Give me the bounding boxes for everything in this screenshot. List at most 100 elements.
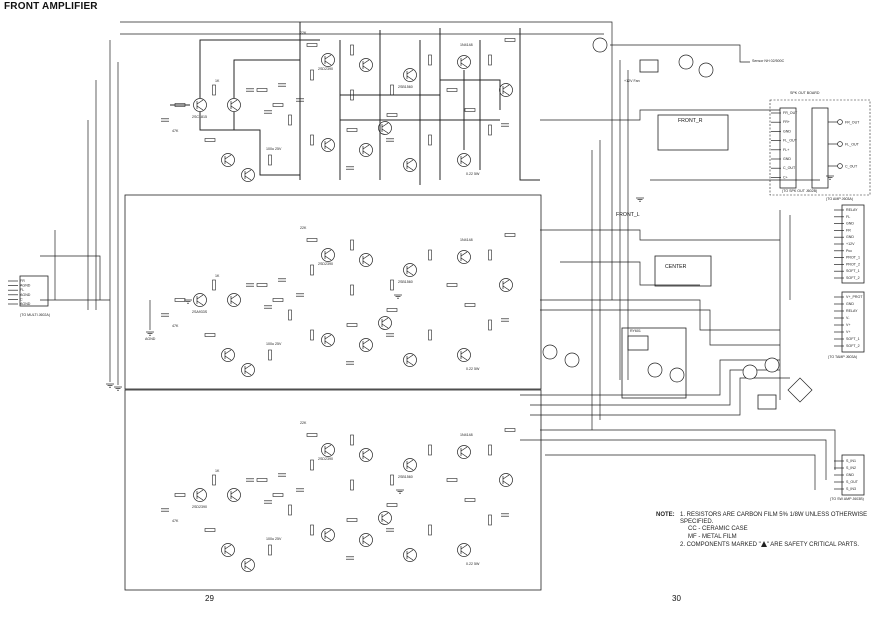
tamp-pin-5: V+ bbox=[846, 330, 851, 334]
resistor-icon bbox=[310, 69, 314, 81]
resistor-icon bbox=[306, 43, 318, 47]
resistor-icon bbox=[350, 479, 354, 491]
note-1a: CC - CERAMIC CASE bbox=[688, 526, 748, 533]
vas-transistor-icon bbox=[241, 168, 255, 182]
amp-pin-9: SOFT_1 bbox=[846, 269, 860, 273]
resistor-icon bbox=[174, 298, 186, 302]
resistor-icon bbox=[464, 108, 476, 112]
resistor-icon bbox=[428, 134, 432, 146]
input-pin-4: C bbox=[20, 297, 23, 301]
transistor-part-label: 2SB1560 bbox=[398, 475, 413, 479]
tamp-pin-6: SOFT_1 bbox=[846, 337, 860, 341]
resistor-value-label: 22K bbox=[300, 421, 307, 425]
transistor-part-label: 2SD2390 bbox=[192, 505, 207, 509]
resistor-icon bbox=[256, 88, 268, 92]
amp-connector: (TO AMP J603A) RELAYFLGNDFRGND+12VPccPRO… bbox=[826, 197, 865, 284]
resistor-icon bbox=[350, 44, 354, 56]
amp-pin-6: Pcc bbox=[846, 249, 852, 253]
resistor-value-label: 47K bbox=[172, 519, 179, 523]
front-r-label: FRONT_R bbox=[678, 118, 703, 124]
vas-transistor-icon bbox=[241, 363, 255, 377]
resistor-value-label: 47K bbox=[172, 324, 179, 328]
vas-transistor-icon bbox=[221, 153, 235, 167]
resistor-icon bbox=[204, 528, 216, 532]
resistor-icon bbox=[446, 88, 458, 92]
driver-transistor-icon bbox=[321, 138, 335, 152]
amp-pin-1: FL bbox=[846, 215, 850, 219]
amp-pin-2: GND bbox=[846, 222, 854, 226]
spk-pin-0: FR_OUT bbox=[783, 111, 798, 115]
ground-icon bbox=[114, 386, 122, 391]
capacitor-value-label: 100u 25V bbox=[266, 537, 282, 541]
resistor-icon bbox=[310, 134, 314, 146]
resistor-icon bbox=[464, 498, 476, 502]
driver-transistor-icon bbox=[359, 338, 373, 352]
spk-pin-6: C_OUT bbox=[783, 166, 796, 170]
amp-connector-label: (TO AMP J603A) bbox=[826, 197, 853, 201]
spk-out-terminal-label: FR_OUT bbox=[845, 121, 860, 125]
driver-transistor-icon bbox=[359, 253, 373, 267]
spk-pin-2: GND bbox=[783, 129, 791, 133]
resistor-value-label: 47K bbox=[172, 129, 179, 133]
resistor-icon bbox=[204, 138, 216, 142]
resistor-icon bbox=[504, 38, 516, 42]
vas-transistor-icon bbox=[221, 348, 235, 362]
resistor-value-label: 22K bbox=[300, 226, 307, 230]
resistor-icon bbox=[488, 124, 492, 136]
diode-part-label: 1N4148 bbox=[460, 43, 473, 47]
bias-transistor-icon bbox=[378, 511, 392, 525]
resistor-icon bbox=[504, 428, 516, 432]
output-transistor-icon bbox=[403, 458, 417, 472]
tamp-pin-0: V+_PROT bbox=[846, 295, 863, 299]
resistor-icon bbox=[256, 478, 268, 482]
resistor-icon bbox=[386, 113, 398, 117]
diff-pair-transistor-icon bbox=[193, 293, 207, 307]
resistor-icon bbox=[386, 308, 398, 312]
resistor-icon bbox=[390, 474, 394, 486]
resistor-icon bbox=[174, 493, 186, 497]
ground-icon bbox=[396, 489, 404, 494]
input-pin-5: AGND bbox=[20, 302, 31, 306]
driver-transistor-icon bbox=[321, 333, 335, 347]
resistor-value-label: 22K bbox=[300, 31, 307, 35]
resistor-icon bbox=[268, 544, 272, 556]
tamp-pin-7: SOFT_2 bbox=[846, 344, 860, 348]
ground-icon bbox=[146, 331, 154, 336]
output-transistor-icon bbox=[499, 83, 513, 97]
transistor-part-label: 2SB1560 bbox=[398, 280, 413, 284]
output-transistor-icon bbox=[457, 348, 471, 362]
ground-icon bbox=[826, 175, 834, 180]
resistor-icon bbox=[488, 514, 492, 526]
resistor-icon bbox=[446, 283, 458, 287]
resistor-icon bbox=[212, 84, 216, 96]
output-transistor-icon bbox=[457, 543, 471, 557]
resistor-icon bbox=[310, 459, 314, 471]
resistor-icon bbox=[386, 503, 398, 507]
input-pin-1: AGND bbox=[20, 284, 31, 288]
relay-label: RY601 bbox=[630, 329, 641, 333]
resistor-icon bbox=[306, 433, 318, 437]
sw-pin-1: S_IN2 bbox=[846, 466, 856, 470]
spk-pin-3: FL_OUT bbox=[783, 139, 798, 143]
sw-connector: (TO SW AMP J603B) S_IN1S_IN2GNDS_OUTS_IN… bbox=[830, 454, 865, 501]
transistor-part-label: 2SD2390 bbox=[318, 457, 333, 461]
resistor-icon bbox=[350, 284, 354, 296]
spk-out-terminal-label: FL_OUT bbox=[845, 143, 860, 147]
resistor-icon bbox=[310, 329, 314, 341]
resistor-icon bbox=[464, 303, 476, 307]
driver-transistor-icon bbox=[321, 248, 335, 262]
page-number-left: 29 bbox=[205, 594, 214, 603]
resistor-icon bbox=[428, 249, 432, 261]
sw-connector-label: (TO SW AMP J603B) bbox=[830, 497, 864, 501]
output-transistor-icon bbox=[403, 263, 417, 277]
resistor-icon bbox=[428, 329, 432, 341]
amp-pin-7: PROT_1 bbox=[846, 256, 860, 260]
output-transistor-icon bbox=[403, 548, 417, 562]
ground-icon bbox=[184, 299, 192, 304]
resistor-icon bbox=[428, 444, 432, 456]
transistor-part-label: 2SC1815 bbox=[192, 115, 207, 119]
